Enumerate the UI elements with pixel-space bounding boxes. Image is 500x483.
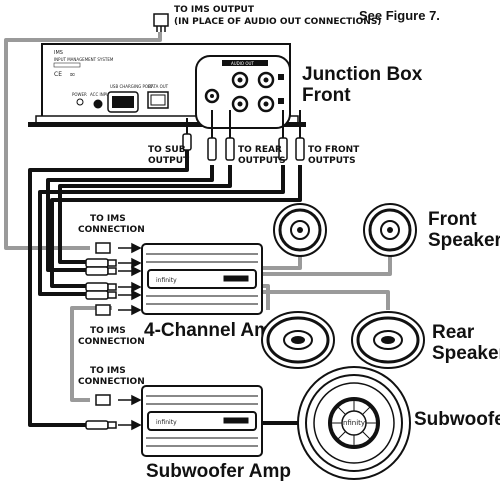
ims-output-connector [153,13,169,32]
black-wires [28,150,306,427]
acc-input-label: ACC INPUT [90,92,112,97]
subwoofer-label: Subwoofer [414,409,500,430]
sub-amp-brand: infinity [156,419,177,426]
subwoofer [297,366,411,480]
subwoofer-amp [141,385,263,457]
rear-outputs-label: TO REAR [238,145,282,155]
ims-output-label: TO IMS OUTPUT [174,5,255,15]
svg-text:CE: CE [54,71,62,78]
amp-brand: infinity [156,277,177,284]
ims-connection-1-sublabel: CONNECTION [78,225,145,235]
rear-speaker-left [261,311,335,369]
junction-box-subtitle: Front [302,85,351,106]
ims-connection-3-sublabel: CONNECTION [78,377,145,387]
rear-speakers-label: Rear [432,322,475,343]
sub-output-label: TO SUB [148,145,186,155]
front-speaker-right [363,203,417,257]
ims-connection-3-label: TO IMS [90,366,126,376]
input-arrows [118,242,142,431]
ims-brand: IMS [54,50,63,56]
junction-box-title: Junction Box [302,64,423,85]
rear-speakers-sublabel: Speakers [432,343,500,364]
four-channel-amp [141,243,263,315]
ims-connection-1-label: TO IMS [90,214,126,224]
sub-output-sublabel: OUTPUT [148,156,190,166]
ims-connection-2-sublabel: CONNECTION [78,337,145,347]
figure-reference: See Figure 7. [359,8,440,23]
rear-outputs-sublabel: OUTPUTS [238,156,286,166]
ims-subtitle: INPUT MANAGEMENT SYSTEM [54,57,114,62]
front-outputs-label: TO FRONT [308,145,360,155]
front-speaker-left [273,203,327,257]
gray-wires [4,32,392,402]
audio-out-label: AUDIO OUT [231,61,254,66]
subwoofer-brand: infinity [341,419,365,427]
ims-connection-2-label: TO IMS [90,326,126,336]
subwoofer-amp-label: Subwoofer Amp [146,461,291,482]
data-out-label: DATA OUT [148,84,169,89]
usb-port-label: USB CHARGING PORT [110,84,153,89]
rear-speaker-right [351,311,425,369]
svg-text:⌧: ⌧ [70,72,75,77]
power-label: POWER [72,92,87,97]
front-speakers-label: Front [428,209,477,230]
rca-plugs [85,242,117,430]
junction-rca-leads [182,110,305,161]
junction-box: AUDIO OUT [195,55,291,129]
four-channel-amp-label: 4-Channel Amp [144,320,283,341]
front-speakers-sublabel: Speakers [428,230,500,251]
ims-output-sublabel: (IN PLACE OF AUDIO OUT CONNECTIONS) [174,17,381,27]
front-outputs-sublabel: OUTPUTS [308,156,356,166]
